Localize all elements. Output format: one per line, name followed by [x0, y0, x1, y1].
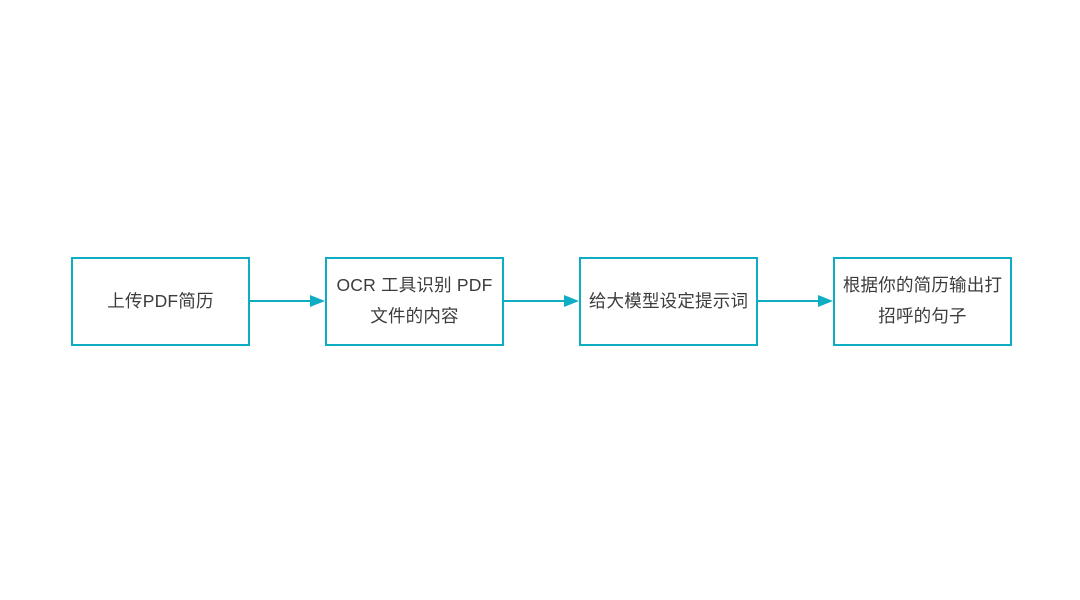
flow-arrow-1 [250, 291, 325, 311]
flow-sequence: 上传PDF简历 OCR 工具识别 PDF 文件的内容 给大模型设定提示词 根据你… [0, 256, 1080, 346]
flow-arrow-2 [504, 291, 579, 311]
flow-arrow-3 [758, 291, 833, 311]
arrow-right-icon [818, 294, 833, 307]
arrow-right-icon [310, 294, 325, 307]
flow-node-label: 上传PDF简历 [107, 290, 214, 311]
flow-node-output[interactable]: 根据你的简历输出打招呼的句子 [833, 256, 1012, 346]
arrow-shaft [758, 299, 820, 303]
arrow-shaft [250, 299, 312, 303]
flow-node-ocr[interactable]: OCR 工具识别 PDF 文件的内容 [325, 256, 504, 346]
flow-node-label: 给大模型设定提示词 [588, 290, 749, 311]
arrow-right-icon [564, 294, 579, 307]
flow-node-upload[interactable]: 上传PDF简历 [71, 256, 250, 346]
flow-node-label: OCR 工具识别 PDF 文件的内容 [336, 275, 493, 326]
flow-node-label: 根据你的简历输出打招呼的句子 [842, 275, 1003, 326]
flow-node-prompt[interactable]: 给大模型设定提示词 [579, 256, 758, 346]
arrow-shaft [504, 299, 566, 303]
